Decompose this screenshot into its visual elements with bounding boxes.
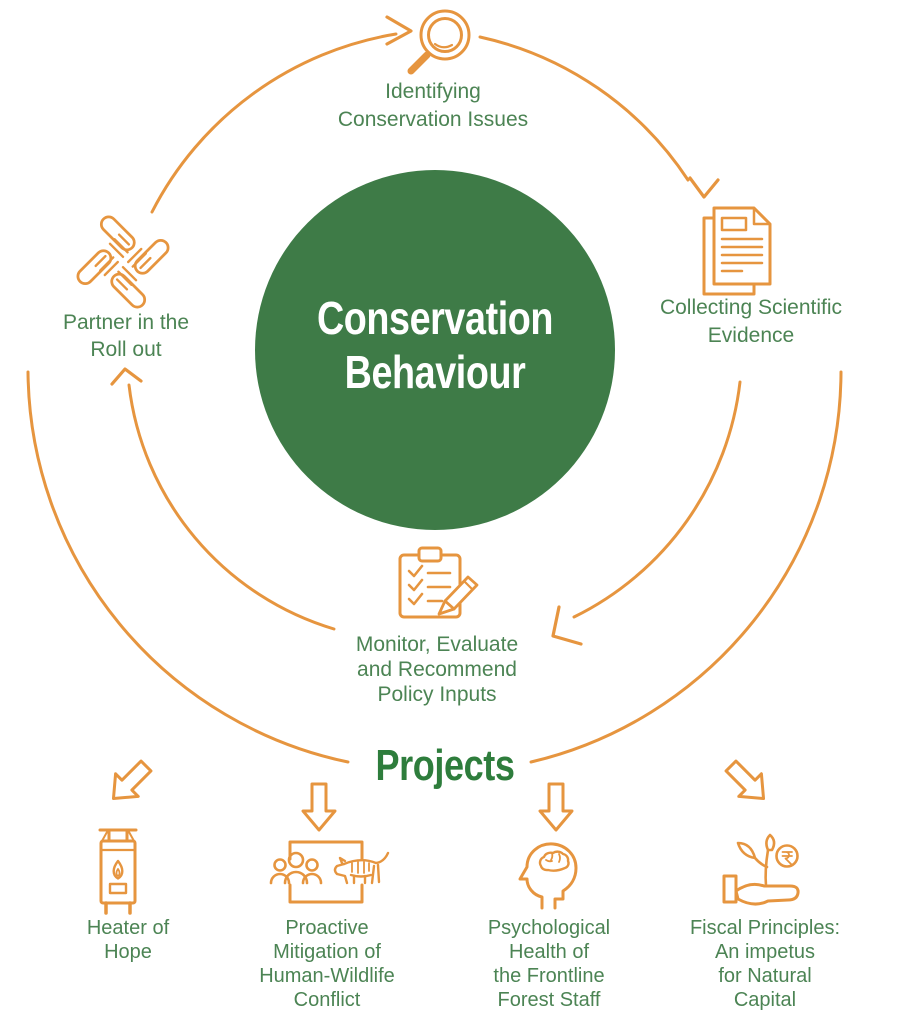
hand-plant-coin-icon bbox=[722, 833, 800, 906]
project-arrow-4-diagonal bbox=[724, 759, 766, 801]
center-title: Conservation Behaviour bbox=[316, 291, 554, 399]
arc-partner-to-identifying bbox=[150, 32, 398, 214]
projects-heading: Projects bbox=[375, 741, 515, 790]
arc-collecting-to-monitor bbox=[572, 380, 742, 619]
leaf-top bbox=[765, 833, 776, 852]
center-title-line1: Conservation bbox=[316, 292, 554, 344]
arc-identifying-to-collecting bbox=[478, 35, 690, 182]
arrowhead-into-identifying bbox=[385, 15, 413, 46]
project-label-fiscal-principles: Fiscal Principles: An impetus for Natura… bbox=[689, 917, 841, 1011]
heater-icon bbox=[98, 828, 138, 915]
rupee-symbol bbox=[781, 851, 793, 866]
outer-arc-left bbox=[26, 370, 350, 764]
project-arrow-1-diagonal bbox=[111, 759, 153, 801]
outer-arc-right bbox=[529, 370, 843, 764]
magnifier-icon bbox=[407, 9, 471, 75]
clipboard-checklist-icon bbox=[398, 546, 479, 619]
stage-label-partner: Partner in the Roll out bbox=[62, 311, 190, 361]
project-arrow-3-down bbox=[538, 782, 574, 832]
tiger-icon bbox=[333, 851, 390, 885]
documents-icon bbox=[702, 206, 772, 296]
plant-stem bbox=[764, 848, 770, 888]
leaf-left bbox=[736, 841, 757, 860]
brain-icon bbox=[538, 850, 570, 872]
project-label-human-wildlife: Proactive Mitigation of Human-Wildlife C… bbox=[259, 917, 395, 1011]
stage-label-monitor: Monitor, Evaluate and Recommend Policy I… bbox=[355, 633, 519, 706]
center-title-line2: Behaviour bbox=[344, 346, 526, 398]
center-circle bbox=[255, 170, 615, 530]
arrowhead-into-collecting bbox=[688, 176, 720, 199]
project-label-heater-of-hope: Heater of Hope bbox=[86, 917, 170, 963]
arrowhead-into-monitor bbox=[551, 605, 583, 646]
people-tiger-icon bbox=[269, 840, 390, 904]
stage-label-collecting: Collecting Scientific Evidence bbox=[659, 296, 843, 347]
rupee-coin-icon bbox=[775, 844, 799, 868]
bracket-frame bbox=[288, 840, 364, 904]
joined-hands-icon bbox=[76, 215, 170, 309]
arrowhead-into-partner bbox=[110, 367, 143, 386]
arc-monitor-to-partner bbox=[127, 383, 336, 631]
people-group-icon bbox=[269, 851, 323, 885]
open-hand bbox=[734, 882, 800, 906]
project-arrow-2-down bbox=[301, 782, 337, 832]
stage-label-identifying: Identifying Conservation Issues bbox=[337, 80, 529, 131]
head-brain-icon bbox=[518, 842, 578, 910]
pencil-icon bbox=[437, 575, 479, 616]
project-label-psychological-health: Psychological Health of the Frontline Fo… bbox=[487, 917, 611, 1011]
